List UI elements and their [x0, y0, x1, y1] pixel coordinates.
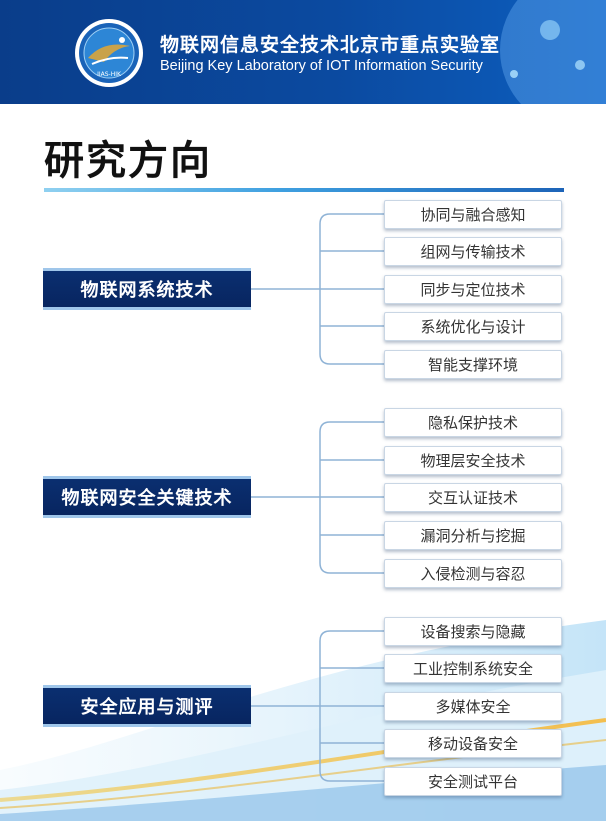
research-item: 系统优化与设计 [384, 312, 562, 341]
research-item: 同步与定位技术 [384, 275, 562, 304]
category-iot-security-tech: 物联网安全关键技术 [43, 476, 251, 518]
research-item: 移动设备安全 [384, 729, 562, 758]
research-item: 组网与传输技术 [384, 237, 562, 266]
research-item: 设备搜索与隐藏 [384, 617, 562, 646]
lab-logo-icon: IIAS-HIK [75, 19, 143, 87]
page-title: 研究方向 [44, 138, 212, 184]
header-banner: IIAS-HIK 物联网信息安全技术北京市重点实验室 Beijing Key L… [0, 0, 606, 104]
research-item: 入侵检测与容忍 [384, 559, 562, 588]
research-item: 安全测试平台 [384, 767, 562, 796]
header-title-en: Beijing Key Laboratory of IOT Informatio… [160, 58, 483, 74]
research-item: 协同与融合感知 [384, 200, 562, 229]
category-iot-system-tech: 物联网系统技术 [43, 268, 251, 310]
research-item: 物理层安全技术 [384, 446, 562, 475]
logo-text: IIAS-HIK [97, 71, 122, 78]
header-title-cn: 物联网信息安全技术北京市重点实验室 [160, 34, 501, 56]
title-divider [44, 188, 564, 192]
research-item: 隐私保护技术 [384, 408, 562, 437]
research-item: 工业控制系统安全 [384, 654, 562, 683]
research-item: 智能支撑环境 [384, 350, 562, 379]
research-item: 多媒体安全 [384, 692, 562, 721]
research-item: 交互认证技术 [384, 483, 562, 512]
category-security-application-evaluation: 安全应用与测评 [43, 685, 251, 727]
research-item: 漏洞分析与挖掘 [384, 521, 562, 550]
